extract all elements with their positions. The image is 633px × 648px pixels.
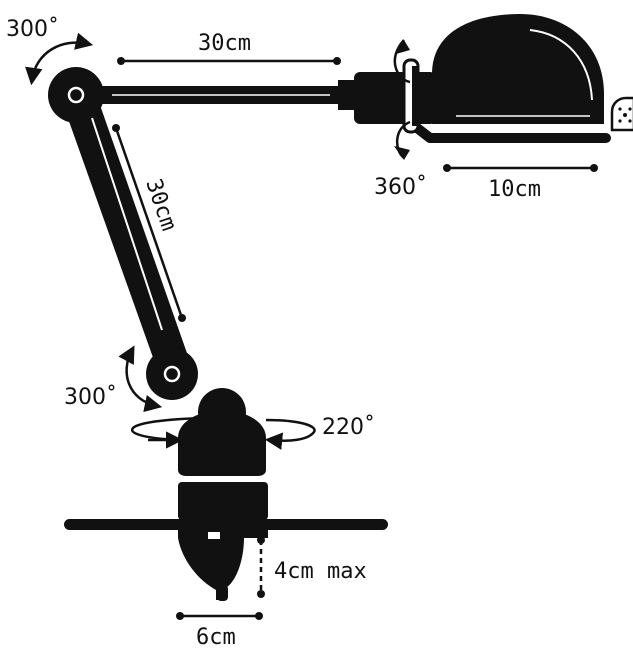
upper-arm — [78, 80, 360, 110]
base-swivel-knob — [198, 388, 246, 436]
shade-rotation-arrow-head-bottom — [394, 146, 410, 160]
lamp-base — [178, 388, 266, 476]
dimension-clamp-opening — [257, 536, 265, 598]
label-top-joint-angle: 300˚ — [6, 17, 59, 42]
label-lower-joint-angle: 300˚ — [64, 385, 117, 410]
lower-joint-rotation-arrow-icon — [118, 345, 163, 413]
label-base-rotation: 220˚ — [322, 415, 375, 440]
base-rotation-arrow-icon — [130, 416, 316, 450]
lower-arm — [60, 88, 188, 366]
label-clamp-width: 6cm — [196, 625, 236, 648]
lamp-shade — [354, 14, 611, 143]
label-shade-rotation: 360˚ — [374, 175, 427, 200]
label-shade-length: 10cm — [488, 177, 541, 202]
table-top — [64, 519, 388, 530]
thumbscrew-icon — [610, 96, 633, 132]
lower-joint — [146, 348, 198, 400]
clamp-screw-tip — [217, 585, 228, 601]
shade-rotation-arrow-head-top — [396, 40, 410, 54]
label-lower-arm-length: 30cm — [140, 176, 181, 234]
dimension-lower-arm — [112, 124, 186, 322]
label-top-arm-length: 30cm — [198, 31, 251, 56]
dimension-top-arm — [117, 57, 341, 65]
upper-joint-rotation-arrow-icon — [25, 32, 94, 86]
dimension-clamp-width — [176, 612, 263, 620]
clamp — [178, 482, 268, 601]
dimension-shade — [443, 164, 598, 172]
upper-joint — [48, 67, 104, 123]
label-clamp-opening: 4cm max — [274, 559, 367, 584]
